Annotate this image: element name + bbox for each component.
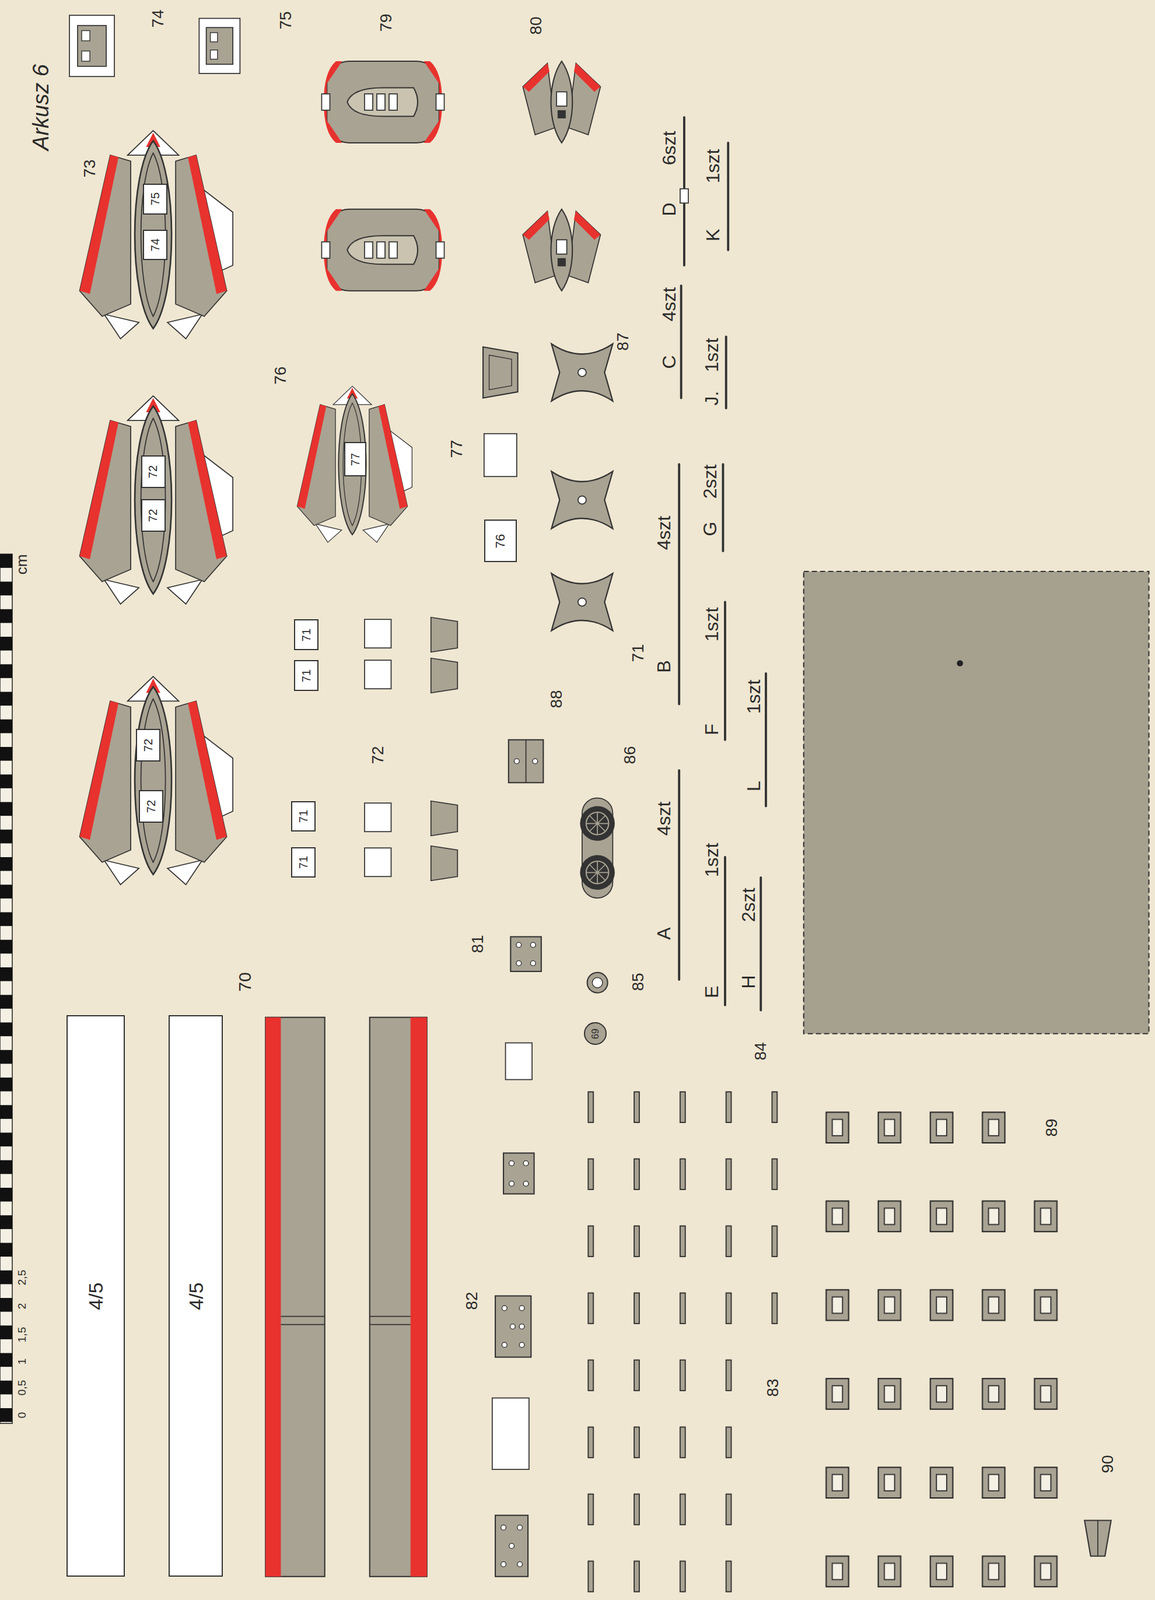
ruler-scale: 2 bbox=[15, 1303, 27, 1311]
quantity-note: 1szt bbox=[703, 149, 723, 184]
callout-number: 83 bbox=[764, 1379, 782, 1398]
part-circle: 69 bbox=[583, 1022, 607, 1046]
part-number: 4/5 bbox=[85, 1282, 106, 1311]
quantity-note: 1szt bbox=[744, 680, 763, 715]
callout-number: 82 bbox=[463, 1292, 481, 1311]
part-label-box: 71 bbox=[291, 847, 316, 879]
part-label-box: 4/5 bbox=[66, 1015, 125, 1578]
callout-number: 90 bbox=[1099, 1456, 1116, 1475]
quantity-note: 1szt bbox=[702, 338, 721, 373]
stick-letter: F bbox=[702, 723, 721, 736]
callout-number: 73 bbox=[81, 159, 98, 178]
stick-letter: D bbox=[659, 202, 679, 216]
part-label-box: 72 bbox=[141, 455, 166, 489]
callout-number: 85 bbox=[630, 973, 647, 992]
callout-number: 76 bbox=[272, 366, 289, 385]
callout-number: 77 bbox=[448, 439, 465, 458]
quantity-note: 4szt bbox=[659, 287, 679, 322]
part-label-box: 74 bbox=[142, 229, 168, 261]
callout-number: 75 bbox=[277, 11, 294, 30]
part-label-box: 77 bbox=[344, 442, 367, 478]
quantity-note: 4szt bbox=[654, 515, 674, 551]
part-label-box: 72 bbox=[135, 729, 161, 762]
callout-number: 87 bbox=[614, 333, 632, 352]
part-label-box: 75 bbox=[142, 183, 168, 215]
callout-number: 80 bbox=[527, 16, 545, 35]
part-number: 4/5 bbox=[185, 1282, 206, 1311]
part-number: 69 bbox=[590, 1029, 601, 1040]
stick-letter: K bbox=[703, 228, 723, 241]
part-number: 77 bbox=[349, 452, 362, 466]
quantity-note: 1szt bbox=[702, 607, 721, 643]
callout-number: 89 bbox=[1043, 1118, 1060, 1137]
callout-number: 86 bbox=[621, 746, 639, 765]
part-label-box: 71 bbox=[294, 660, 319, 692]
ruler-scale: 0 bbox=[15, 1412, 27, 1420]
quantity-note: 1szt bbox=[702, 843, 721, 878]
part-label-box: 72 bbox=[138, 790, 164, 824]
part-number: 75 bbox=[149, 192, 161, 206]
stick-letter: L bbox=[744, 781, 763, 792]
ruler-scale: 0,5 bbox=[15, 1380, 27, 1396]
sheet-title: Arkusz 6 bbox=[29, 64, 52, 151]
callout-number: 81 bbox=[469, 935, 486, 954]
callout-number: 71 bbox=[630, 644, 647, 663]
part-number: 71 bbox=[297, 856, 310, 870]
callout-number: 74 bbox=[149, 9, 167, 28]
quantity-note: 2szt bbox=[739, 888, 758, 923]
stick-letter: H bbox=[739, 975, 758, 989]
ruler-scale: 1 bbox=[15, 1358, 27, 1365]
part-number: 72 bbox=[142, 738, 154, 752]
part-number: 72 bbox=[147, 464, 160, 478]
ruler-scale: 2,5 bbox=[15, 1270, 27, 1286]
part-label-box: 72 bbox=[141, 499, 166, 532]
part-number: 74 bbox=[149, 238, 161, 252]
part-label-box: 76 bbox=[484, 519, 517, 563]
ruler-scale: cm bbox=[14, 554, 30, 575]
callout-number: 70 bbox=[236, 972, 254, 992]
quantity-note: 6szt bbox=[659, 130, 679, 166]
callout-number: 84 bbox=[752, 1042, 769, 1061]
callout-number: 88 bbox=[548, 690, 565, 709]
part-label-box: 71 bbox=[294, 619, 319, 651]
callout-number: 79 bbox=[378, 13, 395, 32]
ruler-scale: 1,5 bbox=[15, 1327, 27, 1343]
part-label-box: 71 bbox=[291, 801, 316, 833]
stick-letter: J. bbox=[702, 390, 721, 406]
quantity-note: 4szt bbox=[654, 801, 674, 836]
stick-letter: A bbox=[654, 928, 674, 941]
stick-letter: C bbox=[659, 355, 679, 370]
stick-letter: G bbox=[700, 521, 720, 537]
part-number: 72 bbox=[145, 799, 157, 813]
part-number: 71 bbox=[300, 669, 313, 682]
part-label-box: 4/5 bbox=[168, 1015, 223, 1578]
part-number: 71 bbox=[297, 810, 310, 824]
part-number: 76 bbox=[494, 533, 507, 548]
part-number: 72 bbox=[147, 509, 160, 523]
stick-letter: B bbox=[654, 660, 674, 673]
quantity-note: 2szt bbox=[700, 464, 720, 500]
callout-number: 72 bbox=[369, 746, 387, 765]
stick-letter: E bbox=[702, 985, 721, 999]
part-number: 71 bbox=[300, 628, 313, 642]
